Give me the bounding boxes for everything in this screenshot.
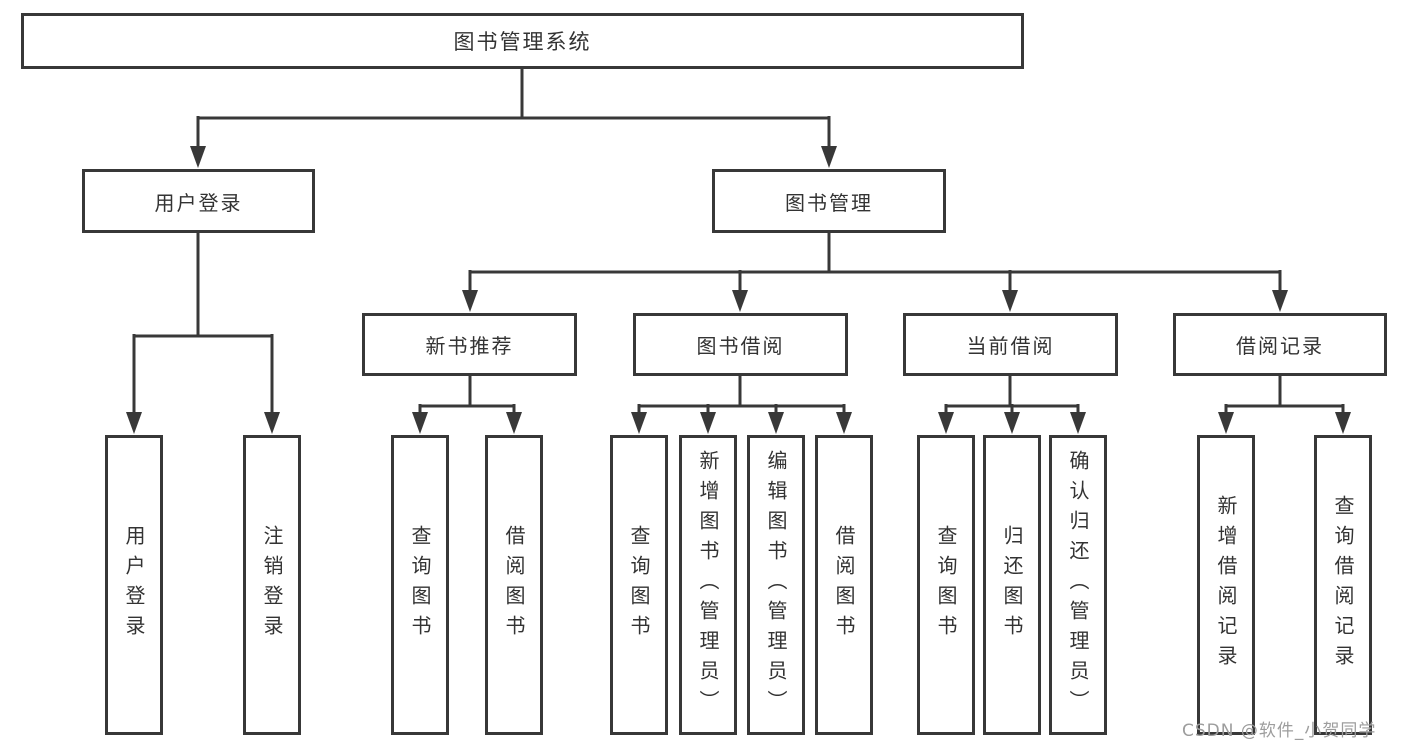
arrowhead [506,412,522,434]
node-label: 查询图书 [627,525,651,645]
node-label: 图书管理 [785,190,873,215]
node-label: 借阅图书 [502,525,526,645]
node-label: 图书管理系统 [453,30,592,54]
node-label: 当前借阅 [966,334,1055,358]
leaf-br-query-borrow-record: 查询借阅记录 [1314,435,1372,735]
node-new-book-recommend: 新书推荐 [362,313,577,376]
arrowhead [190,146,206,168]
node-label: 用户登录 [122,525,146,645]
leaf-logout: 注销登录 [243,435,301,735]
arrowhead [1218,412,1234,434]
node-book-management: 图书管理 [712,169,946,233]
arrowhead [732,290,748,312]
node-label: 借阅记录 [1236,334,1324,358]
arrowhead [1335,412,1351,434]
connector-user-login-children [132,233,274,416]
node-label: 注销登录 [260,525,284,645]
connector-new-book-rec-children [418,376,516,416]
leaf-user-login: 用户登录 [105,435,163,735]
node-label: 借阅图书 [832,525,856,645]
arrowhead [821,146,837,168]
leaf-bb-query-books: 查询图书 [610,435,668,735]
leaf-nbr-borrow-books: 借阅图书 [485,435,543,735]
leaf-bb-add-books-admin: 新增图书（管理员） [679,435,737,735]
arrowhead [1002,290,1018,312]
node-label: 新增图书（管理员） [696,450,720,720]
node-library-management-system: 图书管理系统 [21,13,1024,69]
arrowhead [462,290,478,312]
node-label: 编辑图书（管理员） [764,450,788,720]
node-label: 查询图书 [408,525,432,645]
node-label: 归还图书 [1000,525,1024,645]
arrowhead [768,412,784,434]
connector-book-mgmt-children [468,233,1282,294]
arrowhead [1070,412,1086,434]
node-label: 新增借阅记录 [1214,495,1238,675]
arrowhead [264,412,280,434]
connector-current-borrow-children [944,376,1080,416]
arrowhead [836,412,852,434]
leaf-cb-query-books: 查询图书 [917,435,975,735]
node-borrowing-records: 借阅记录 [1173,313,1387,376]
arrowhead [938,412,954,434]
node-label: 图书借阅 [696,334,785,358]
connector-borrow-records-children [1224,376,1345,416]
leaf-cb-return-books: 归还图书 [983,435,1041,735]
node-label: 查询借阅记录 [1331,495,1355,675]
leaf-nbr-query-books: 查询图书 [391,435,449,735]
leaf-br-add-borrow-record: 新增借阅记录 [1197,435,1255,735]
node-user-login: 用户登录 [82,169,315,233]
connector-book-borrow-children [637,376,846,416]
node-label: 确认归还（管理员） [1066,450,1090,720]
node-label: 用户登录 [154,190,243,215]
connector-root-to-level2 [196,69,831,150]
node-label: 查询图书 [934,525,958,645]
csdn-watermark: CSDN @软件_小贺同学 [1182,721,1377,741]
arrowhead [412,412,428,434]
node-book-borrowing: 图书借阅 [633,313,848,376]
leaf-bb-edit-books-admin: 编辑图书（管理员） [747,435,805,735]
leaf-bb-borrow-books: 借阅图书 [815,435,873,735]
arrowhead [1272,290,1288,312]
leaf-cb-confirm-return-admin: 确认归还（管理员） [1049,435,1107,735]
arrowhead [126,412,142,434]
arrowhead [1004,412,1020,434]
arrowhead [700,412,716,434]
arrowhead [631,412,647,434]
node-label: 新书推荐 [425,334,514,358]
node-current-borrowing: 当前借阅 [903,313,1118,376]
